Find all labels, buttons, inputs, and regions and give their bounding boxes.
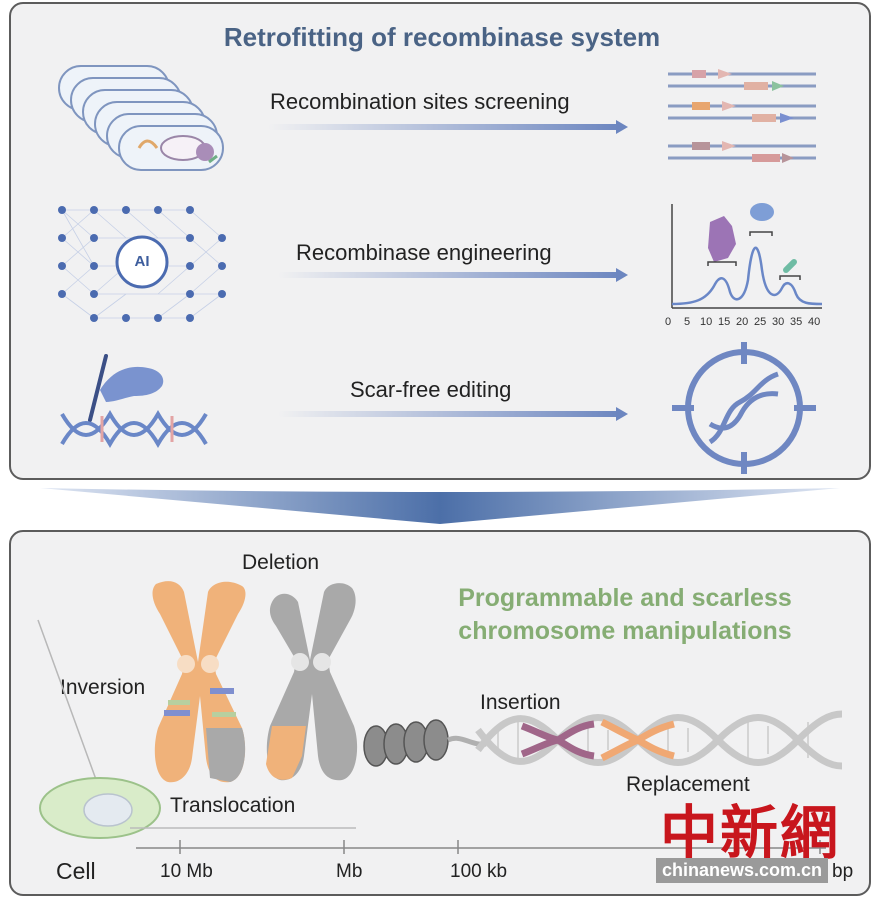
top-panel-title: Retrofitting of recombinase system (223, 22, 661, 52)
arrow-scar-free (278, 407, 628, 421)
arrow-engineering (278, 268, 628, 282)
label-replacement: Replacement (626, 773, 750, 796)
ai-badge-label: AI (134, 253, 150, 270)
label-insertion: Insertion (480, 691, 561, 714)
cell-illustration (37, 619, 161, 839)
peak-tick: 35 (790, 316, 803, 328)
peak-tick: 5 (684, 316, 691, 328)
recombination-sites-strands-icon (668, 69, 816, 163)
watermark-url: chinanews.com.cn (656, 858, 829, 883)
step-label-engineering: Recombinase engineering (296, 240, 552, 265)
bottom-title-line-2: chromosome manipulations (458, 617, 792, 645)
peak-tick: 15 (718, 316, 731, 328)
peak-tick: 30 (772, 316, 785, 328)
flow-chevron (40, 488, 840, 524)
chromatography-peaks-icon (671, 203, 823, 309)
label-inversion: Inversion (60, 676, 146, 699)
scale-tick-100kb: 100 kb (450, 861, 508, 882)
peak-tick: 25 (754, 316, 767, 328)
chromatin-coils (363, 719, 487, 767)
watermark-chinese: 中新網 (660, 799, 841, 867)
step-label-scar-free: Scar-free editing (350, 377, 512, 402)
orange-chromosome (152, 581, 246, 783)
peak-tick: 10 (700, 316, 713, 328)
gray-chromosome (266, 583, 358, 781)
bottom-title-line-1: Programmable and scarless (458, 584, 792, 612)
stacked-cells-illustration (58, 65, 224, 171)
peak-chart-ticks: 0 5 10 15 20 25 30 35 40 (664, 316, 834, 330)
step-label-screening: Recombination sites screening (270, 89, 570, 114)
scale-tick-mb: Mb (336, 861, 363, 882)
target-dna-icon (672, 342, 816, 474)
scale-label-cell: Cell (56, 858, 96, 884)
arrow-screening (268, 120, 628, 134)
label-deletion: Deletion (242, 551, 320, 574)
peak-tick: 0 (665, 316, 672, 328)
neural-network-icon (58, 206, 226, 322)
scale-bar (130, 827, 826, 854)
dna-double-helix (475, 710, 843, 770)
scale-tick-10mb: 10 Mb (160, 861, 213, 882)
scale-tick-bp: bp (832, 861, 854, 882)
peak-tick: 20 (736, 316, 749, 328)
hand-editing-dna-icon (60, 354, 208, 449)
bottom-panel (9, 530, 871, 896)
label-translocation: Translocation (170, 794, 296, 817)
peak-tick: 40 (808, 316, 821, 328)
